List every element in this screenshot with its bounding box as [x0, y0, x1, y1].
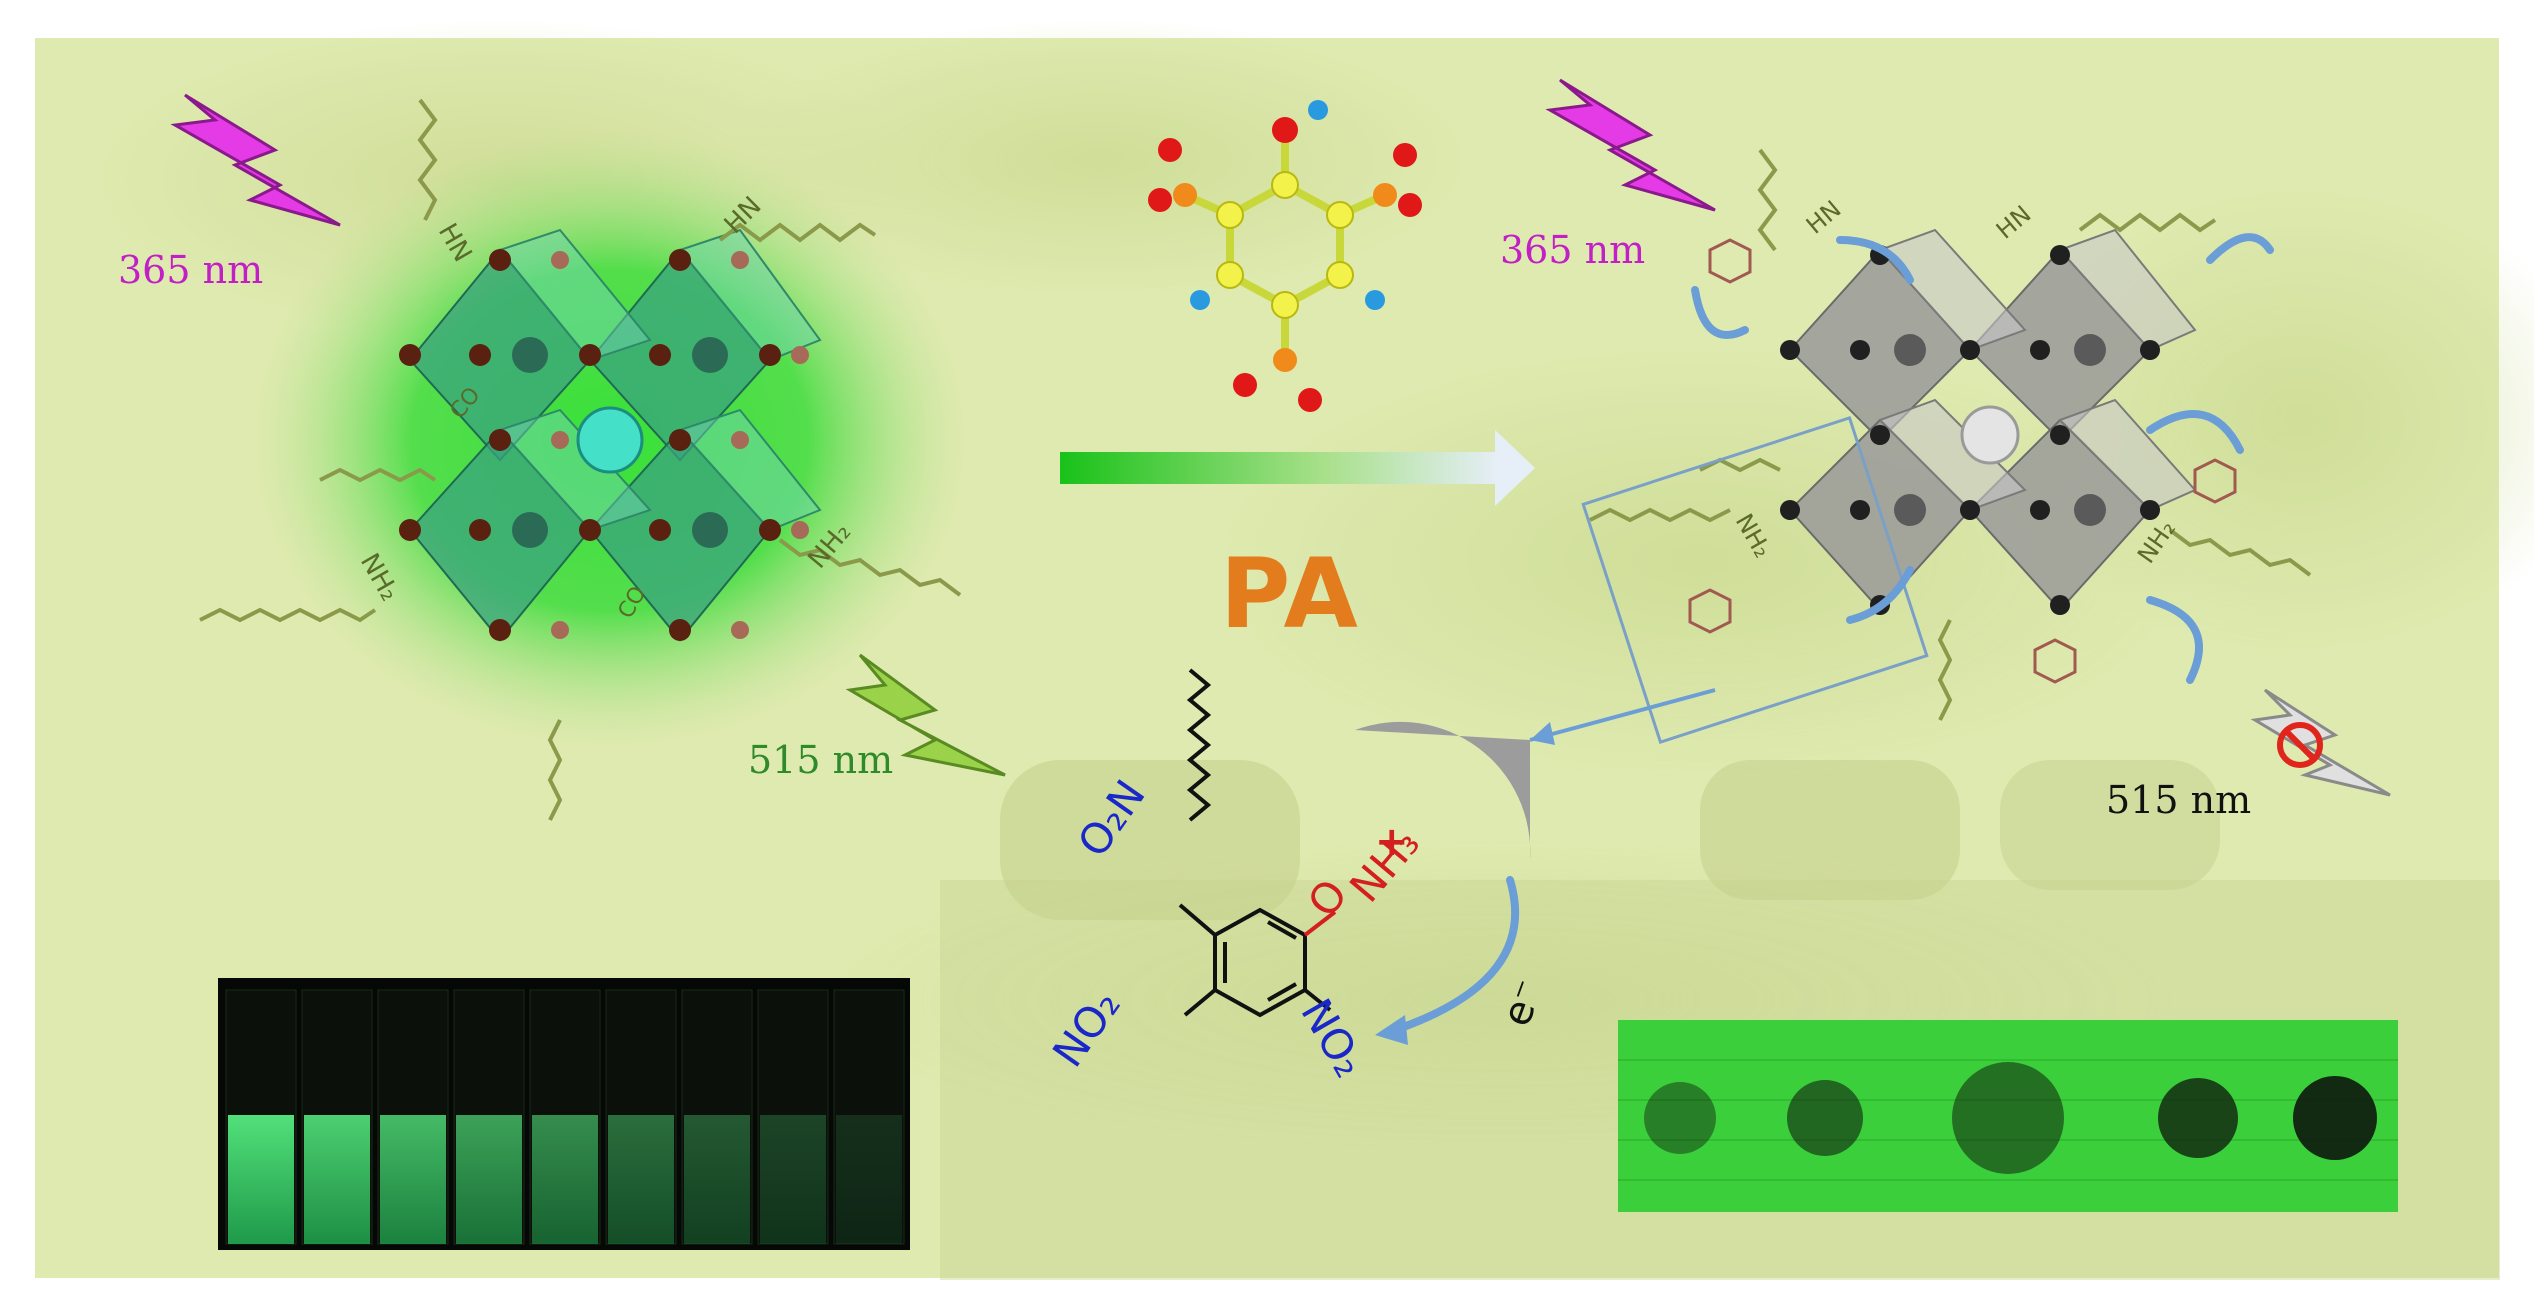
vial-solution — [532, 1115, 598, 1244]
picric-acid-molecule — [1148, 100, 1422, 412]
zoom-pointer — [1529, 688, 1716, 742]
emission-wavelength-left: 515 nm — [748, 738, 894, 782]
vial-solution — [760, 1115, 826, 1244]
vial-solution — [684, 1115, 750, 1244]
vial-solution — [836, 1115, 902, 1244]
quenched-spot — [2293, 1076, 2377, 1160]
vial-solution — [608, 1115, 674, 1244]
emission-wavelength-right: 515 nm — [2106, 778, 2252, 822]
vials-photo — [218, 978, 910, 1250]
prohibition-icon — [2277, 722, 2323, 768]
green-bolt-left-icon — [845, 653, 1006, 777]
vial-solution — [380, 1115, 446, 1244]
quenched-spot — [1644, 1082, 1716, 1154]
alkyl-chain — [1186, 668, 1212, 822]
vial-solution — [456, 1115, 522, 1244]
vial-solution — [228, 1115, 294, 1244]
perovskite-fluorescent: HN HN NH₂ NH₂ CO CO — [199, 98, 970, 821]
quenched-spots — [1644, 1062, 2377, 1174]
analyte-label: PA — [1220, 538, 1360, 650]
surface-ligands — [199, 98, 962, 821]
quenched-spot — [1787, 1080, 1863, 1156]
excitation-wavelength-left: 365 nm — [118, 248, 264, 292]
central-cation — [576, 406, 644, 474]
zoom-box — [1581, 415, 1929, 745]
electron-transfer-arrows — [1691, 233, 2274, 684]
uv-bolt-left-icon — [170, 93, 341, 227]
reaction-arrow — [1060, 430, 1535, 506]
uv-bolt-right-icon — [1545, 78, 1716, 212]
adsorbed-pa-molecules — [1688, 238, 2237, 684]
electron-transfer-arrow — [1391, 876, 1520, 1034]
quenched-spot — [1952, 1062, 2064, 1174]
quenched-bolt-right-icon — [2250, 688, 2391, 797]
vial-solution — [304, 1115, 370, 1244]
excitation-wavelength-right: 365 nm — [1500, 228, 1646, 272]
perovskite-quenched: HN HN NH₂ NH₂ — [1529, 148, 2312, 745]
positive-charge: + — [1375, 819, 1409, 865]
vial-row — [225, 989, 905, 1245]
quenched-spot — [2158, 1078, 2238, 1158]
test-strip-photo — [1618, 1020, 2398, 1212]
